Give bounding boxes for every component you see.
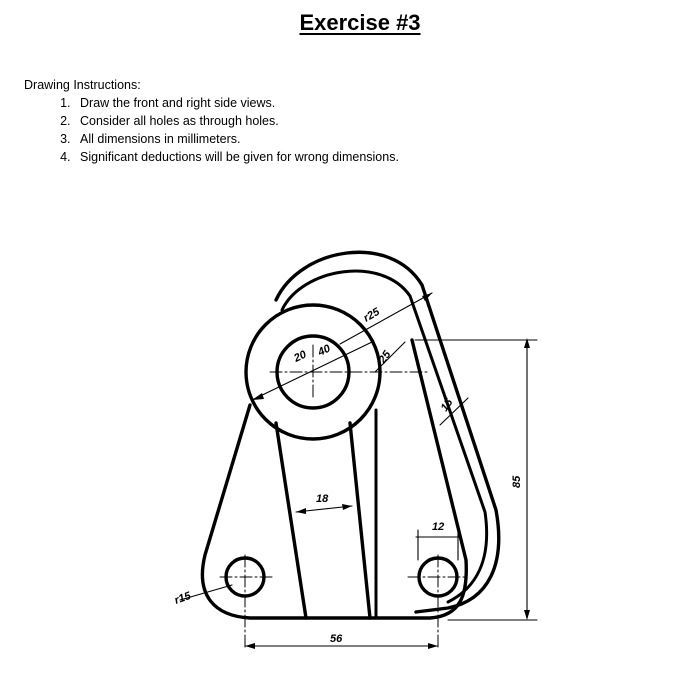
exercise-title: Exercise #3 <box>299 10 421 35</box>
instruction-item: Consider all holes as through holes. <box>74 112 399 130</box>
instruction-item: Draw the front and right side views. <box>74 94 399 112</box>
instruction-item: Significant deductions will be given for… <box>74 148 399 166</box>
dim-text-boss-dia: 40 <box>315 342 333 359</box>
dim-line-r25 <box>339 292 433 345</box>
dim-line-diameters <box>251 341 373 401</box>
back-plate-inner <box>280 269 489 604</box>
back-plate-outline <box>274 250 501 614</box>
dim-text-thickness: 15 <box>439 396 456 414</box>
instructions-heading: Drawing Instructions: <box>24 78 141 92</box>
arrowhead <box>245 643 255 649</box>
arrowhead <box>252 393 264 400</box>
dim-line-15 <box>439 397 469 426</box>
dim-text-slot-width: 12 <box>432 521 444 533</box>
arrowhead <box>428 643 438 649</box>
dim-line-r15 <box>179 584 233 601</box>
left-side-outline <box>200 338 468 620</box>
dim-text-height: 85 <box>511 475 523 488</box>
vertical-arm <box>274 421 372 620</box>
instructions-list: Draw the front and right side views. Con… <box>24 94 399 166</box>
dim-text-arm-width: 18 <box>316 493 329 505</box>
arrowhead <box>296 508 306 514</box>
dim-text-hole-dia: 20 <box>291 348 309 365</box>
dim-text-base-width: 56 <box>330 633 343 645</box>
arrowhead <box>524 338 530 348</box>
instruction-item: All dimensions in millimeters. <box>74 130 399 148</box>
arrowhead <box>524 610 530 620</box>
arrowhead <box>342 504 352 510</box>
dim-text-radius-base: r15 <box>173 590 193 607</box>
drawing-instructions: Drawing Instructions: Draw the front and… <box>24 76 399 166</box>
arrowhead <box>422 293 432 301</box>
dim-line-25 <box>374 341 406 373</box>
